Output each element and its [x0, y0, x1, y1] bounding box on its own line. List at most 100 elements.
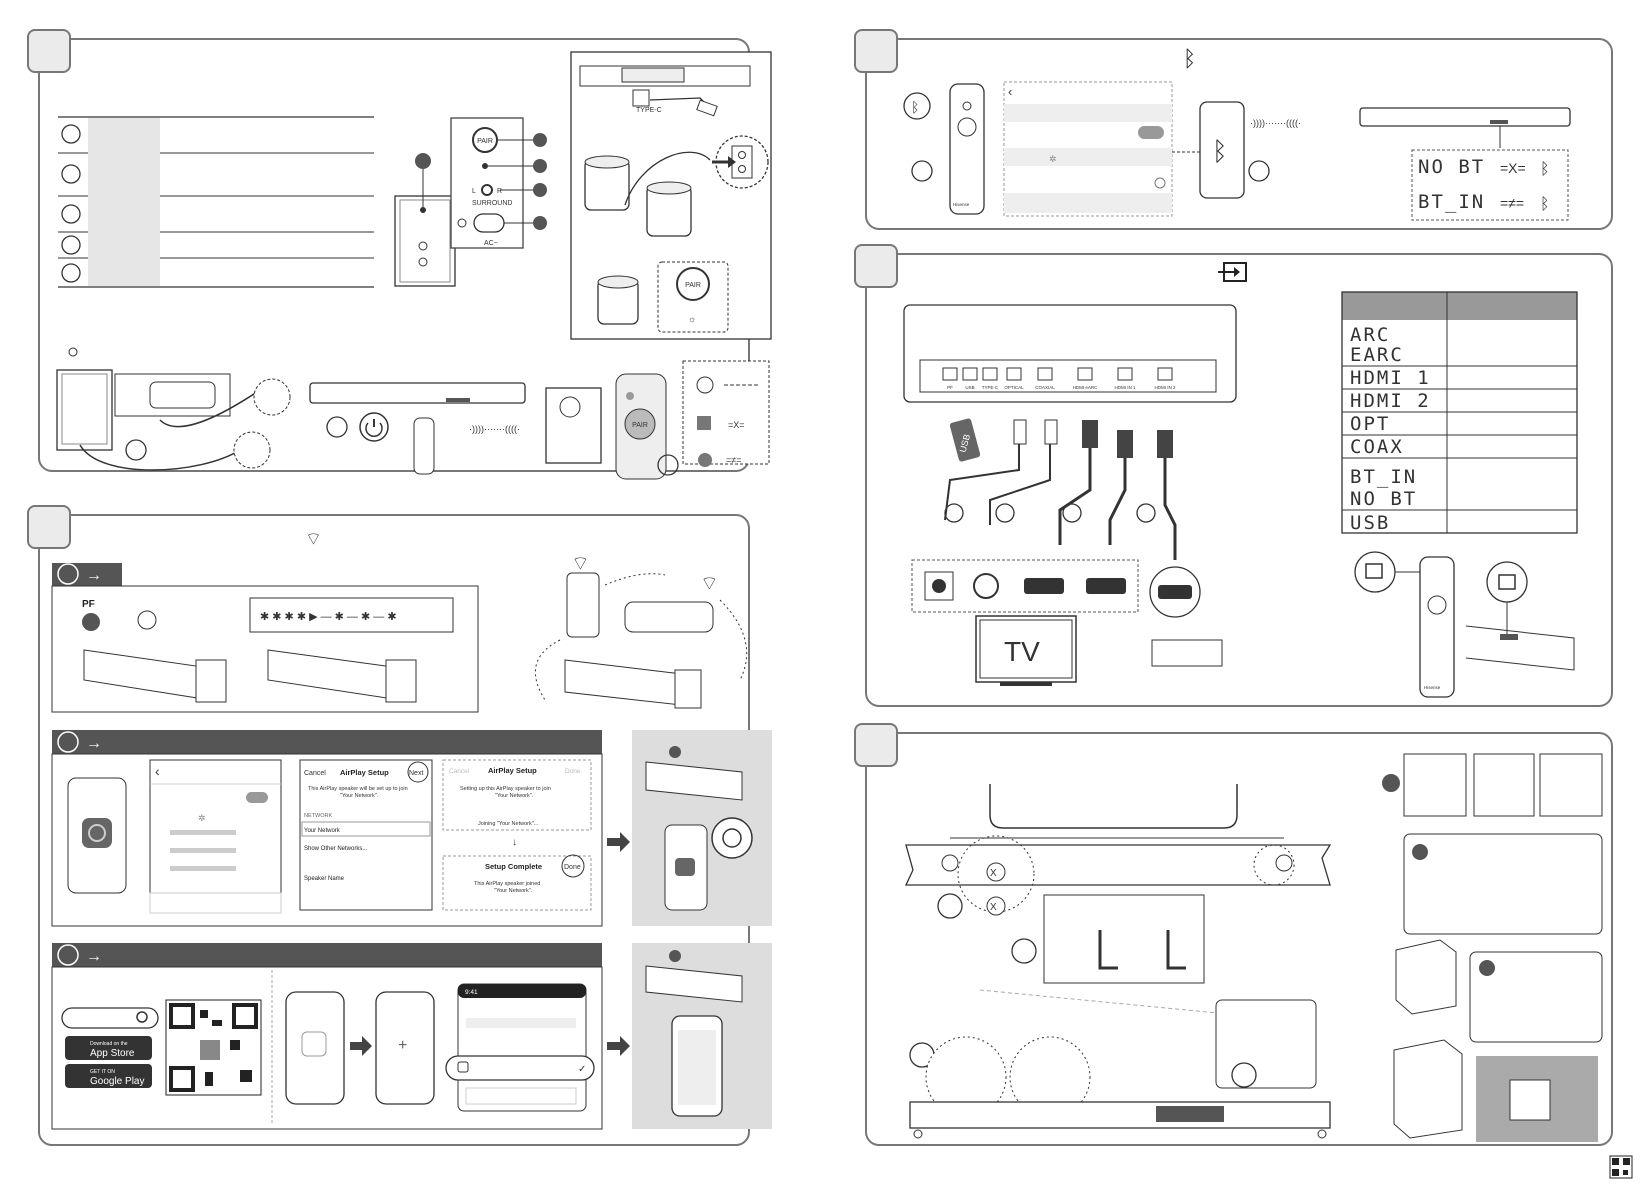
- airplay2-text2: "Your Network".: [495, 793, 534, 799]
- svg-text:=≠=: =≠=: [1500, 195, 1524, 211]
- input-earc: EARC: [1350, 344, 1404, 366]
- step-number-tab-2: [27, 505, 71, 549]
- airplay2-title: AirPlay Setup: [488, 766, 537, 775]
- svg-text:=≠=: =≠=: [726, 455, 741, 465]
- spec-table: [58, 116, 374, 288]
- airplay2-done-faded: Done: [565, 768, 581, 775]
- port-label-3: OPTICAL: [1004, 385, 1024, 390]
- surround-switch-label: SURROUND: [472, 200, 512, 207]
- port-0: [942, 367, 958, 381]
- setup-complete-done-button: Done: [564, 864, 581, 871]
- airplay2-text1: Setting up this AirPlay speaker to join: [460, 786, 551, 792]
- svg-text:→: →: [86, 948, 102, 965]
- input-hdmi1: HDMI 1: [1350, 367, 1431, 389]
- svg-text:‹: ‹: [1008, 84, 1012, 99]
- lcd-bt-in: BT_IN: [1418, 191, 1485, 213]
- svg-text:ᛒ: ᛒ: [911, 99, 919, 115]
- appstore-badge[interactable]: App Store: [90, 1048, 135, 1059]
- svg-text:⌔: ⌔: [700, 573, 719, 595]
- port-label-7: HDMI IN 2: [1154, 385, 1175, 390]
- input-bt-in: BT_IN: [1350, 466, 1417, 488]
- port-label-2: TYPE-C: [982, 385, 999, 390]
- appstore-small-text: Download on the: [90, 1041, 128, 1047]
- step-b-airplay: → ‹ ✲ Cancel AirPlay Setup Next This Air…: [51, 730, 772, 927]
- svg-text:ᛒ: ᛒ: [1212, 136, 1228, 166]
- port-label-5: HDMI eARC: [1073, 385, 1099, 390]
- port-label-0: PF: [947, 385, 953, 390]
- surround-r-label: R: [497, 188, 502, 195]
- svg-text:X: X: [990, 902, 997, 913]
- app-status-time: 9:41: [465, 989, 478, 996]
- airplay2-joining: Joining "Your Network"...: [478, 821, 539, 827]
- port-label-1: USB: [965, 385, 974, 390]
- airplay-network-header: NETWORK: [304, 813, 332, 819]
- svg-text:↓: ↓: [512, 837, 517, 848]
- wifi-network-illustration: ⌔ ⌔: [534, 553, 748, 709]
- port-4: [1037, 367, 1053, 381]
- input-coax: COAX: [1350, 436, 1404, 458]
- svg-text:☼: ☼: [688, 314, 696, 324]
- svg-text:✓: ✓: [578, 1064, 586, 1075]
- bluetooth-header-icon: ᛒ: [1183, 46, 1196, 71]
- setup-complete-text2: "Your Network".: [494, 888, 533, 894]
- svg-text:+: +: [398, 1037, 407, 1054]
- svg-text:X: X: [990, 868, 997, 879]
- airplay-text1: This AirPlay speaker will be set up to j…: [308, 786, 408, 792]
- step-number-tab-3: [854, 29, 898, 73]
- subwoofer-rear-illustration: PAIR L R SURROUND AC~: [394, 117, 547, 287]
- svg-text:ᛒ: ᛒ: [1540, 196, 1550, 213]
- soundbar-power-on-illustration: ·))))·······((((·: [309, 382, 526, 475]
- airplay-speaker-name: Speaker Name: [304, 876, 345, 882]
- step-number-tab-1: [27, 29, 71, 73]
- port-3: [1006, 367, 1022, 381]
- typec-label: TYPE-C: [636, 107, 662, 114]
- step-a-reset: → PF ✱ ✱ ✱ ✱ ▶ — ✱ — ✱ — ✱: [51, 563, 479, 713]
- input-arc: ARC: [1350, 324, 1390, 346]
- svg-text:✱ ✱ ✱ ✱ ▶ — ✱ — ✱ — ✱: ✱ ✱ ✱ ✱ ▶ — ✱ — ✱ — ✱: [260, 611, 397, 623]
- usb-stick-label: USB: [958, 433, 972, 453]
- googleplay-small-text: GET IT ON: [90, 1069, 115, 1075]
- svg-text:=X=: =X=: [1500, 160, 1526, 176]
- tv-label: TV: [1004, 636, 1040, 667]
- remote2-brand-label: Hisense: [1424, 685, 1441, 690]
- pair-button-label: PAIR: [477, 138, 493, 145]
- port-5: [1077, 367, 1093, 381]
- pair-big-label: PAIR: [632, 422, 648, 429]
- setup-complete-title: Setup Complete: [485, 862, 542, 871]
- input-usb: USB: [1350, 512, 1390, 534]
- port-label-6: HDMI IN 1: [1114, 385, 1135, 390]
- googleplay-badge[interactable]: Google Play: [90, 1076, 144, 1087]
- svg-text:→: →: [86, 735, 102, 752]
- svg-text:·))))·······((((·: ·))))·······((((·: [1250, 118, 1301, 128]
- airplay-network-item: Your Network: [304, 828, 341, 834]
- arrow-icon: →: [86, 567, 102, 584]
- svg-text:·))))·······((((·: ·))))·······((((·: [469, 424, 520, 434]
- rear-speaker-connection-inset: TYPE-C PAIR ☼: [570, 51, 772, 340]
- wall-installation-illustration: [909, 989, 1331, 1139]
- step-c-app: → Download on the App Store GET IT ON Go…: [51, 943, 772, 1130]
- airplay-next-button: Next: [409, 770, 423, 777]
- input-opt: OPT: [1350, 413, 1390, 435]
- remote-brand-label: Hisense: [953, 202, 970, 207]
- airplay-cancel-label: Cancel: [304, 770, 326, 777]
- pair-small-label: PAIR: [685, 282, 701, 289]
- surround-l-label: L: [472, 188, 476, 195]
- svg-text:‹: ‹: [155, 763, 160, 779]
- rear-speaker-mount-illustration: [1382, 753, 1603, 1142]
- step-number-tab-4: [854, 244, 898, 288]
- svg-text:ᛒ: ᛒ: [1540, 161, 1550, 178]
- setup-complete-text1: This AirPlay speaker joined: [474, 881, 540, 887]
- corner-qr-code: [1609, 1155, 1633, 1179]
- svg-text:⌔: ⌔: [571, 553, 590, 575]
- port-label-4: COAXIAL: [1035, 385, 1055, 390]
- pf-label: PF: [82, 599, 95, 610]
- power-connect-illustration: [56, 347, 291, 471]
- remote-control: [949, 83, 985, 215]
- airplay-other-networks: Show Other Networks...: [304, 846, 368, 852]
- svg-text:✲: ✲: [1049, 154, 1057, 164]
- wifi-settings-icon: ⌔: [305, 529, 322, 549]
